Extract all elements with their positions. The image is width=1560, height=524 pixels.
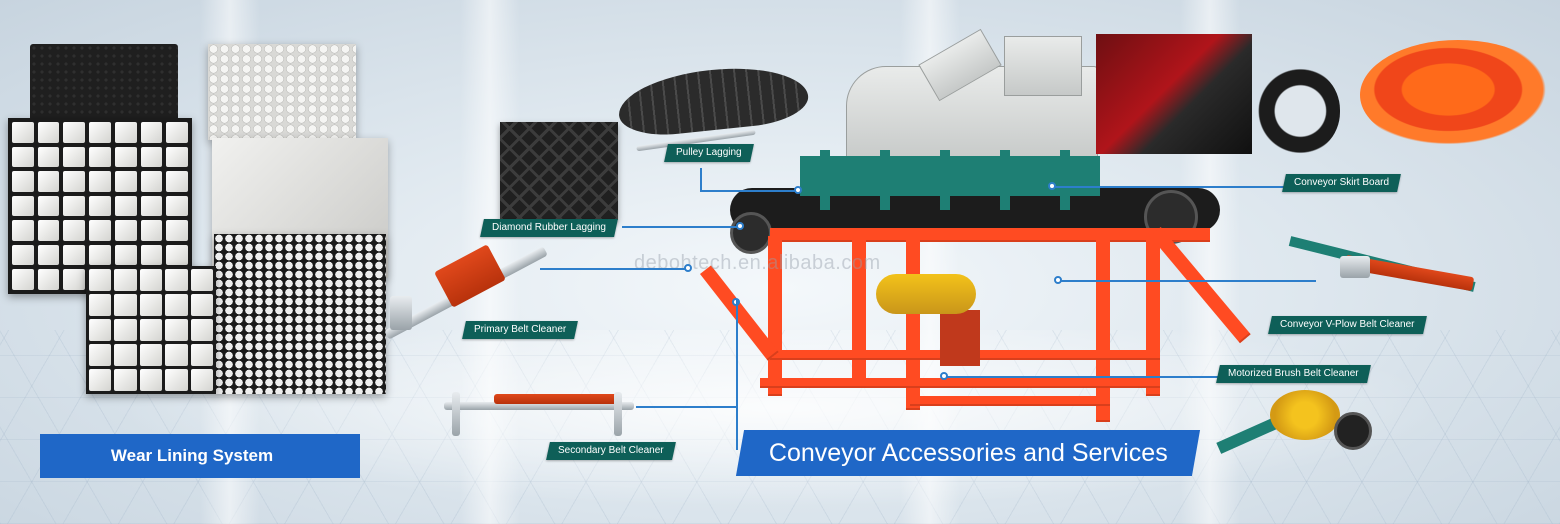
skirt-board-frame	[800, 156, 1100, 196]
watermark: debohtech.en.alibaba.com	[634, 252, 881, 274]
hex-ceramic-rubber-sheet	[214, 234, 386, 394]
callout-dot	[940, 372, 948, 380]
hopper-top	[1004, 36, 1082, 96]
callout-line	[622, 226, 738, 228]
services-title: Conveyor Accessories and Services	[768, 438, 1168, 467]
label-secondary-belt-cleaner[interactable]: Secondary Belt Cleaner	[546, 442, 676, 460]
rubber-skirt-roll	[1252, 66, 1340, 156]
label-diamond-rubber-lagging[interactable]: Diamond Rubber Lagging	[480, 219, 618, 237]
callout-dot	[684, 264, 692, 272]
callout-line	[1060, 280, 1316, 282]
ceramic-tile-panel	[86, 266, 216, 394]
label-motorized-brush-belt-cleaner[interactable]: Motorized Brush Belt Cleaner	[1216, 365, 1371, 383]
callout-line	[946, 376, 1222, 378]
pulley-lagging-icon	[615, 60, 811, 140]
skirt-board-icon	[1096, 34, 1252, 154]
callout-dot	[736, 222, 744, 230]
polyurethane-skirt-roll	[1360, 40, 1556, 150]
callout-line	[736, 300, 738, 450]
rubber-sheet	[30, 44, 178, 122]
callout-line	[700, 168, 702, 190]
callout-dot	[1048, 182, 1056, 190]
tail-pulley	[730, 212, 772, 254]
callout-line	[1054, 186, 1290, 188]
hex-ceramic-sheet	[208, 44, 356, 140]
callout-line	[700, 190, 798, 192]
label-primary-belt-cleaner[interactable]: Primary Belt Cleaner	[462, 321, 579, 339]
brush-roller	[876, 274, 976, 314]
brush-cleaner-icon	[1210, 386, 1380, 466]
callout-line	[540, 268, 688, 270]
diamond-lagging-icon	[500, 122, 618, 220]
wear-lining-title: Wear Lining System	[110, 446, 274, 465]
callout-dot	[794, 186, 802, 194]
label-conveyor-v-plow-belt-cleaner[interactable]: Conveyor V-Plow Belt Cleaner	[1268, 316, 1427, 334]
callout-dot	[1054, 276, 1062, 284]
label-conveyor-skirt-board[interactable]: Conveyor Skirt Board	[1282, 174, 1401, 192]
wear-lining-banner[interactable]: Wear Lining System	[40, 434, 360, 478]
callout-line	[636, 406, 736, 408]
services-banner[interactable]: Conveyor Accessories and Services	[735, 430, 1201, 476]
label-pulley-lagging[interactable]: Pulley Lagging	[664, 144, 754, 162]
